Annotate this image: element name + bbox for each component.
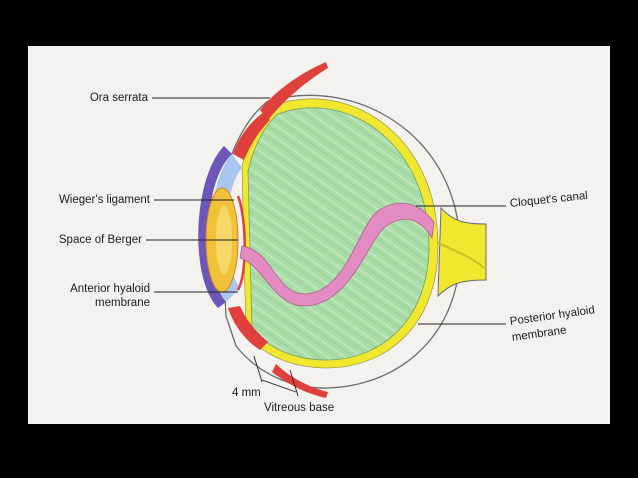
cloquets-canal xyxy=(239,202,435,307)
ciliary-body-lower xyxy=(228,306,268,350)
eye-vitreous-diagram xyxy=(146,62,506,398)
optic-nerve xyxy=(437,206,487,298)
label-anterior-hyaloid-line2: membrane xyxy=(95,297,150,309)
dimension-arrow xyxy=(261,379,297,393)
optic-nerve-inner xyxy=(435,241,485,269)
ciliary-body-top xyxy=(260,62,328,120)
label-ora-serrata: Ora serrata xyxy=(89,92,148,104)
slide-page: Ora serrata Wieger's ligament Space of B… xyxy=(28,46,610,424)
vitreous-base-arc xyxy=(272,364,328,398)
label-anterior-hyaloid-line1: Anterior hyaloid xyxy=(70,283,150,295)
dimension-line-1 xyxy=(253,355,263,383)
label-space-of-berger: Space of Berger xyxy=(58,234,142,246)
cornea xyxy=(198,146,232,308)
dimension-line-2 xyxy=(289,369,299,397)
label-4mm: 4 mm xyxy=(232,387,261,399)
label-wiegers-ligament: Wieger's ligament xyxy=(58,194,150,206)
ciliary-body-upper xyxy=(233,112,270,160)
label-vitreous-base: Vitreous base xyxy=(264,402,335,414)
wiegers-ligament-region xyxy=(236,195,246,291)
